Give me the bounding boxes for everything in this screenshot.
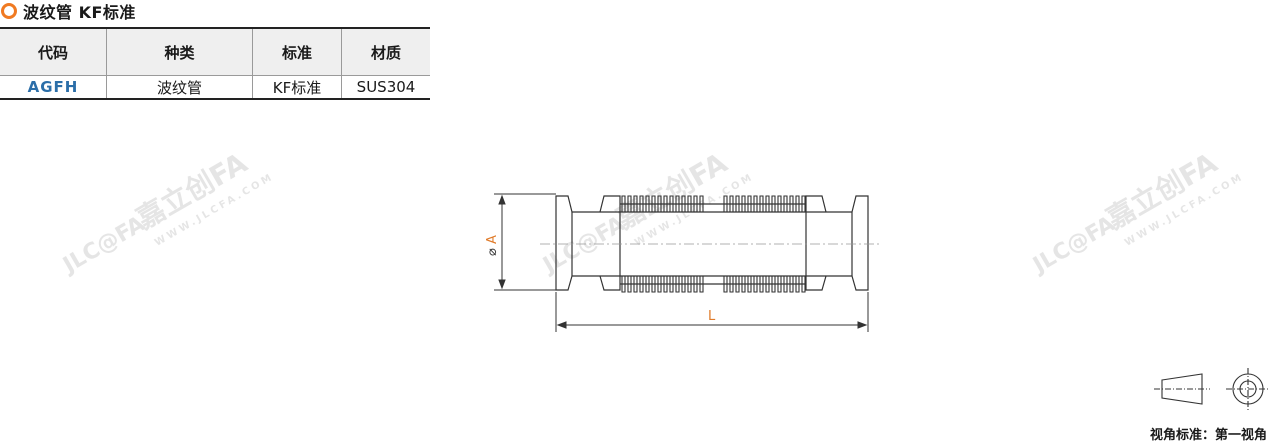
svg-text:嘉立创FA: 嘉立创FA xyxy=(131,146,253,236)
header-type: 种类 xyxy=(106,27,253,76)
svg-text:JLC@FA: JLC@FA xyxy=(57,212,149,280)
section-header: 波纹管 KF标准 xyxy=(0,0,136,22)
table-header-row: 代码 种类 标准 材质 xyxy=(0,27,430,76)
bellows-convolutions xyxy=(621,195,806,293)
section-title: 波纹管 KF标准 xyxy=(23,3,136,22)
svg-text:WWW.JLCFA.COM: WWW.JLCFA.COM xyxy=(1123,171,1246,248)
table-row: AGFH 波纹管 KF标准 SUS304 xyxy=(0,75,430,100)
svg-text:JLC@FA: JLC@FA xyxy=(1027,212,1119,280)
cell-code[interactable]: AGFH xyxy=(0,75,107,100)
dim-diameter-label: A xyxy=(485,235,500,244)
svg-text:WWW.JLCFA.COM: WWW.JLCFA.COM xyxy=(153,171,276,248)
dim-diameter-symbol: ⌀ xyxy=(485,248,500,256)
cell-standard: KF标准 xyxy=(252,75,342,100)
header-standard: 标准 xyxy=(252,27,342,76)
header-material: 材质 xyxy=(341,27,430,76)
watermark-logo: JLC@FA 嘉立创FA WWW.JLCFA.COM xyxy=(1027,146,1246,280)
view-standard-label: 视角标准：第一视角 xyxy=(1150,428,1268,443)
cell-type: 波纹管 xyxy=(106,75,253,100)
circle-icon xyxy=(1,3,17,19)
spec-table: 代码 种类 标准 材质 AGFH 波纹管 KF标准 SUS304 xyxy=(0,27,430,100)
dim-length-label: L xyxy=(708,309,716,324)
cell-material: SUS304 xyxy=(341,75,430,100)
bellows-drawing: ⌀ A L xyxy=(485,193,880,332)
header-code: 代码 xyxy=(0,27,107,76)
watermark-logo: JLC@FA 嘉立创FA WWW.JLCFA.COM xyxy=(57,146,276,280)
svg-text:嘉立创FA: 嘉立创FA xyxy=(1101,146,1223,236)
first-angle-projection-icon xyxy=(1154,368,1268,410)
